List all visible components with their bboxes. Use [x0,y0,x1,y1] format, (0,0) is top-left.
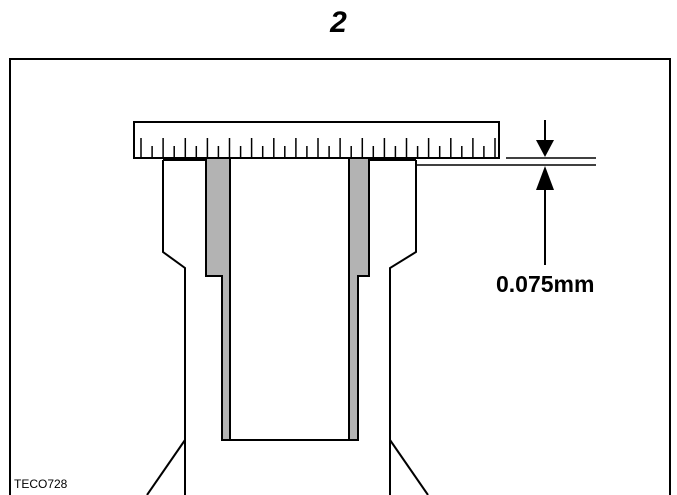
liner-left-wall [205,157,231,441]
straight-edge [133,121,500,159]
liner-right-wall [348,157,370,441]
block-flare-right [389,439,429,495]
straight-edge-ticks [140,138,496,158]
figure-code: TECO728 [14,477,68,491]
figure-number: 2 [330,6,347,39]
diagram-frame [9,58,671,495]
block-flare-left [146,439,186,495]
block-left-wall [162,160,186,495]
arrow-down-icon [536,140,554,157]
arrow-up-icon [536,166,554,190]
measurement-label: 0.075mm [496,271,594,297]
block-right-wall [389,160,417,495]
